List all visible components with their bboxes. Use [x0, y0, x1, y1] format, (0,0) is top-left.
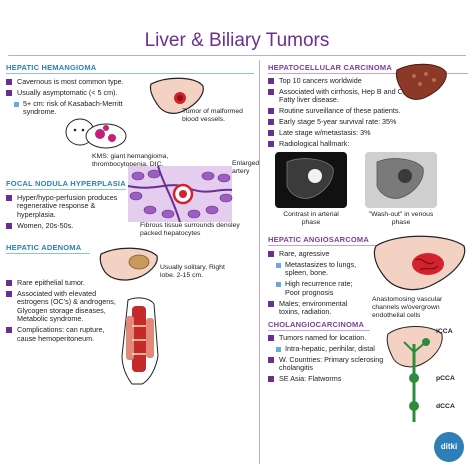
hcc-bullet-2: Associated with cirrhosis, Hep B and C, … — [268, 87, 412, 105]
angiosarcoma-bullet-3: High recurrence rate; Poor prognosis — [276, 280, 366, 297]
hcc-bullet-4: Early stage 5-year survival rate: 35% — [268, 117, 412, 126]
contrast-caption: Contrast in arterial phase — [283, 211, 339, 226]
adenoma-liver-icon — [99, 247, 158, 281]
hemangioma-tumor-caption: Tumor of malformed blood vessels. — [182, 108, 243, 123]
ditki-logo-icon — [434, 432, 464, 462]
angiosarcoma-bullet-1: Rare, agressive — [268, 249, 366, 258]
bile-duct-icon — [386, 326, 443, 422]
hemangioma-rule — [6, 73, 254, 74]
angiosarcoma-bullet-2: Metastasizes to lungs, spleen, bone. — [276, 260, 366, 278]
adenoma-rule — [6, 253, 90, 254]
hcc-bullets: Top 10 cancers worldwide Associated with… — [268, 76, 412, 151]
angiosarcoma-bullets: Rare, agressive Metastasizes to lungs, s… — [268, 249, 366, 319]
fnh-bullets: Hyper/hypo-perfusion produces regenerati… — [6, 193, 124, 233]
cholangio-heading: CHOLANGIOCARCINOMA — [268, 320, 365, 329]
cholangio-bullet-4: SE Asia: Flatworms — [268, 374, 386, 383]
vascular-network-icon — [127, 165, 233, 223]
anastomosing-caption: Anastomosing vascular channels w/overgro… — [372, 296, 443, 319]
baby-icon — [65, 118, 127, 149]
hemangioma-bullets: Cavernous is most common type. Usually a… — [6, 77, 156, 119]
cholangio-bullet-3: W. Countries: Primary sclerosing cholang… — [268, 355, 386, 373]
fnh-bullet-1: Hyper/hypo-perfusion produces regenerati… — [6, 193, 124, 219]
hcc-bullet-3: Routine surveillance of these patients. — [268, 106, 412, 115]
angiosarcoma-bullet-4: Males; environmental toxins, radiation. — [268, 299, 366, 317]
icca-label: iCCA — [436, 328, 453, 335]
hcc-heading: HEPATOCELLULAR CARCINOMA — [268, 63, 392, 72]
page-title: Liver & Biliary Tumors — [144, 30, 330, 51]
pcca-label: pCCA — [436, 375, 455, 382]
hemangioma-bullet-2: Usually asymptomatic (< 5 cm). — [6, 88, 156, 97]
ct-scan-washout-icon — [365, 152, 437, 208]
fnh-bullet-2: Women, 20s-50s. — [6, 221, 124, 230]
angiosarcoma-heading: HEPATIC ANGIOSARCOMA — [268, 235, 369, 244]
adenoma-bullet-1: Rare epithelial tumor. — [6, 278, 118, 287]
cholangio-bullet-2: Intra-hepatic, perihilar, distal — [276, 344, 386, 353]
artery-caption: Enlarged artery — [232, 160, 260, 175]
adenoma-bullet-3: Complications: can rupture, cause hemope… — [6, 326, 118, 343]
ditki-logo-text: ditki — [440, 442, 458, 451]
cholangio-bullet-1: Tumors named for location. — [268, 333, 386, 342]
hcc-bullet-6: Radiological hallmark: — [268, 139, 412, 148]
hcc-bullet-5: Late stage w/metastasis: 3% — [268, 128, 412, 137]
dcca-label: dCCA — [436, 403, 455, 410]
angiosarcoma-rule — [268, 245, 378, 246]
hcc-liver-icon — [395, 63, 447, 100]
hemangioma-bullet-3: 5+ cm: risk of Kasabach-Merritt syndrome… — [14, 99, 156, 117]
fibrous-caption: Fibrous tissue surrounds densley packed … — [140, 222, 240, 237]
hcc-bullet-1: Top 10 cancers worldwide — [268, 76, 412, 85]
hemangioma-heading: HEPATIC HEMANGIOMA — [6, 63, 97, 72]
adenoma-heading: HEPATIC ADENOMA — [6, 243, 82, 252]
torso-anatomy-icon — [121, 297, 159, 385]
title-divider — [8, 55, 466, 56]
angiosarcoma-liver-icon — [373, 235, 466, 291]
liver-icon — [149, 77, 204, 114]
fnh-rule — [6, 189, 126, 190]
adenoma-bullet-2: Associated with elevated estrogens (OC's… — [6, 289, 118, 324]
washout-caption: "Wash-out" in venous phase — [368, 211, 434, 226]
kms-caption: KMS: giant hemangioma, thrombocytopenia,… — [92, 153, 169, 168]
fnh-heading: FOCAL NODULA HYPERPLASIA — [6, 179, 126, 188]
cholangio-bullets: Tumors named for location. Intra-hepatic… — [268, 333, 386, 386]
cholangio-rule — [268, 330, 370, 331]
hcc-rule — [268, 73, 468, 74]
adenoma-location-caption: Usually solitary, Right lobe. 2-15 cm. — [160, 264, 225, 279]
hemangioma-bullet-1: Cavernous is most common type. — [6, 77, 156, 86]
column-divider — [259, 60, 260, 464]
adenoma-bullets: Rare epithelial tumor. Associated with e… — [6, 278, 118, 346]
ct-scan-icon — [275, 152, 347, 208]
